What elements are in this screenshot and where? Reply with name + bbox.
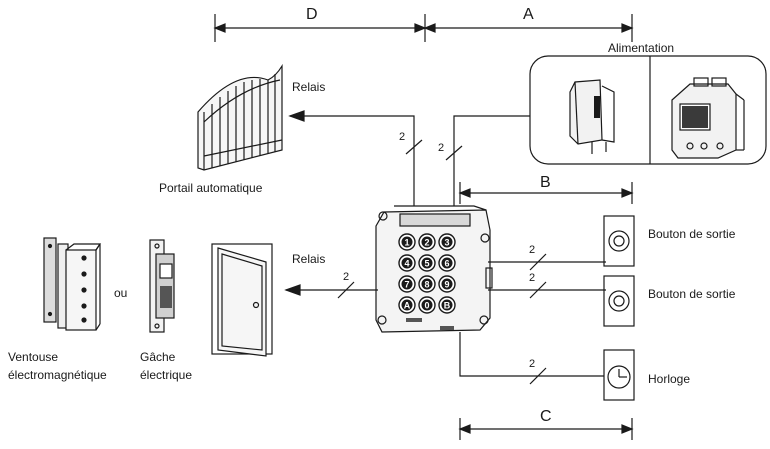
ou-label: ou xyxy=(114,286,128,300)
keypad-device xyxy=(375,205,493,333)
door-icon xyxy=(211,243,273,357)
ventouse-label-line1: Ventouse xyxy=(8,350,59,364)
keypad-key-5: 5 xyxy=(418,254,436,272)
wire-count-button-2: 2 xyxy=(529,272,536,284)
wire-count-clock: 2 xyxy=(529,358,536,370)
power-adapter-icon xyxy=(569,79,615,154)
keypad-key-6: 6 xyxy=(438,254,456,272)
wire-door xyxy=(284,281,378,299)
dimension-b xyxy=(458,182,634,204)
dimension-b-label: B xyxy=(540,174,551,191)
keypad-key-label: 1 xyxy=(404,238,409,248)
keypad-key-label: 3 xyxy=(444,238,449,248)
keypad-key-0: 0 xyxy=(418,296,436,314)
horloge-label: Horloge xyxy=(648,372,691,386)
portail-label: Portail automatique xyxy=(159,181,263,195)
alimentation-label: Alimentation xyxy=(608,41,675,55)
bouton-sortie-1-label: Bouton de sortie xyxy=(648,227,736,241)
wire-count-gate: 2 xyxy=(399,131,406,143)
keypad-key-3: 3 xyxy=(438,233,456,251)
keypad-key-b: B xyxy=(438,296,456,314)
exit-button-1-icon xyxy=(603,215,635,267)
keypad-key-label: 4 xyxy=(404,259,409,269)
keypad-key-4: 4 xyxy=(398,254,416,272)
bouton-sortie-2-label: Bouton de sortie xyxy=(648,287,736,301)
keypad-key-label: 6 xyxy=(444,259,449,269)
wire-gate xyxy=(288,110,423,206)
wire-power xyxy=(445,115,530,206)
keypad-key-label: 9 xyxy=(444,280,449,290)
keypad-key-label: 8 xyxy=(424,280,429,290)
clock-icon xyxy=(603,349,635,401)
gache-label-line1: Gâche xyxy=(140,350,176,364)
exit-button-2-icon xyxy=(603,275,635,327)
keypad-key-label: 0 xyxy=(424,301,429,311)
keypad-key-label: A xyxy=(404,301,411,311)
automatic-gate-icon xyxy=(197,63,283,171)
ventouse-label-line2: électromagnétique xyxy=(8,368,107,382)
dimension-d-label: D xyxy=(306,6,318,23)
keypad-key-label: 5 xyxy=(424,259,429,269)
dimension-a xyxy=(423,14,634,42)
keypad-key-label: 7 xyxy=(404,280,409,290)
keypad-key-8: 8 xyxy=(418,275,436,293)
gache-label-line2: électrique xyxy=(140,368,193,382)
wire-button-1 xyxy=(488,253,606,271)
wire-clock xyxy=(459,332,604,385)
dimension-c-label: C xyxy=(540,408,552,425)
keypad-keys: 1 2 3 4 5 6 7 8 9A 0 B xyxy=(398,233,456,314)
keypad-key-1: 1 xyxy=(398,233,416,251)
relais-mid-label: Relais xyxy=(292,252,326,266)
relais-top-label: Relais xyxy=(292,80,326,94)
keypad-key-label: 2 xyxy=(424,238,429,248)
wire-button-2 xyxy=(488,281,606,299)
keypad-key-2: 2 xyxy=(418,233,436,251)
dimension-c xyxy=(458,418,634,440)
wire-count-door: 2 xyxy=(343,271,350,283)
keypad-key-9: 9 xyxy=(438,275,456,293)
din-rail-power-icon xyxy=(671,77,745,159)
keypad-key-7: 7 xyxy=(398,275,416,293)
dimension-d xyxy=(213,14,427,42)
wire-count-power: 2 xyxy=(438,142,445,154)
electric-strike-icon xyxy=(149,239,175,333)
dimension-a-label: A xyxy=(523,6,534,23)
wire-count-button-1: 2 xyxy=(529,244,536,256)
power-supply-box xyxy=(529,55,767,165)
keypad-key-a: A xyxy=(398,296,416,314)
magnetic-lock-icon xyxy=(43,237,102,331)
keypad-key-label: B xyxy=(444,301,451,311)
